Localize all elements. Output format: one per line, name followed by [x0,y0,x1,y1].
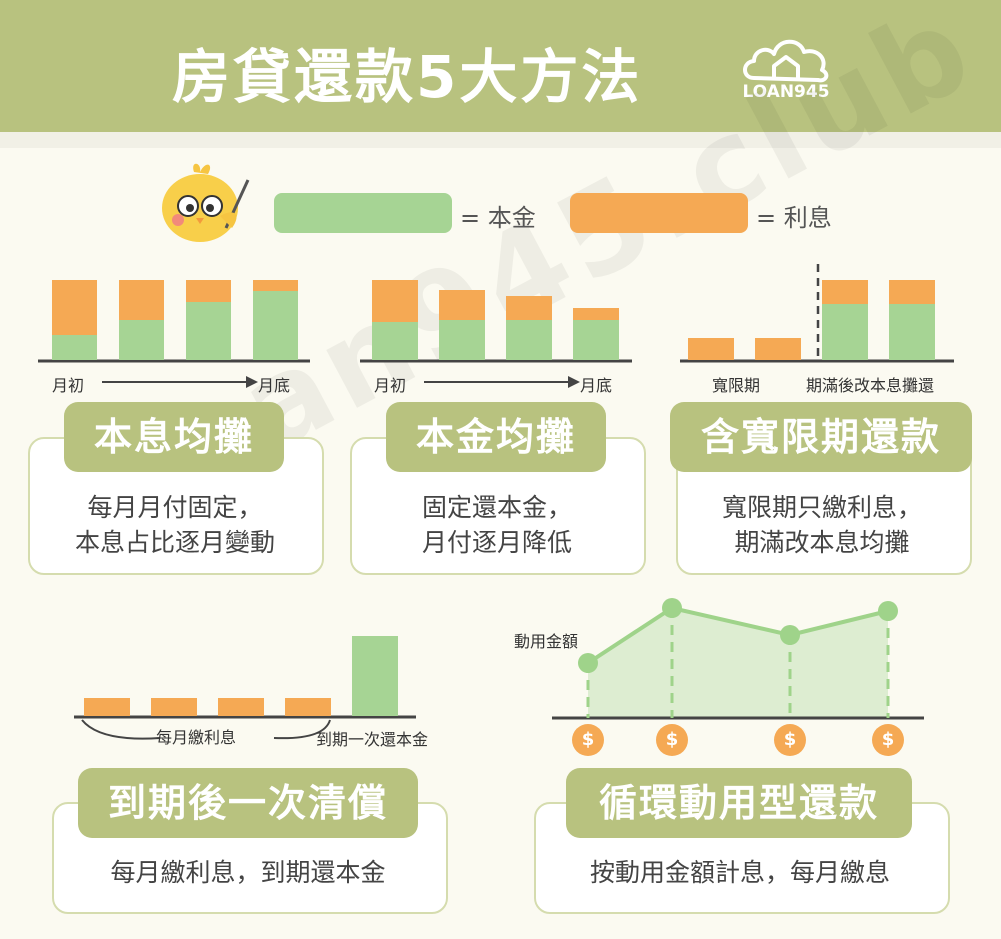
interest-bar [439,290,485,320]
loan945-logo: LOAN945 [738,30,834,110]
method-desc-line: 期滿改本息均攤 [734,528,910,557]
axis-start-label: 月初 [52,376,85,395]
principal-bar [372,322,418,360]
method-desc-1: 每月月付固定， 本息占比逐月變動 [30,490,320,560]
interest-bar [822,280,868,304]
method-desc-3: 寬限期只繳利息， 期滿改本息均攤 [676,490,968,560]
method-desc-line: 每月繳利息，到期還本金 [110,858,386,887]
interest-legend-swatch [570,193,748,233]
principal-legend-label: = 本金 [460,204,536,232]
method-title-2: 本金均攤 [386,402,606,472]
interest-bar [285,698,331,716]
arrow-right-icon [102,376,258,388]
equal-payment-chart [38,280,310,363]
grace-period-chart [680,264,954,363]
axis-end-label: 月底 [580,376,613,395]
interest-bar [889,280,935,304]
principal-bar [119,320,164,360]
principal-bar [506,320,552,360]
principal-legend-swatch [274,193,452,233]
interest-bar [218,698,264,716]
principal-bar [822,304,868,360]
drawn-point [578,653,598,673]
balloon-payment-chart: 每月繳利息 到期一次還本金 [74,636,428,749]
chick-mascot-icon [162,163,250,242]
interest-bar [151,698,197,716]
header-bar [0,0,1001,132]
method-desc-5: 按動用金額計息，每月繳息 [534,855,946,890]
page-title: 房貸還款5大方法 [172,43,643,111]
interest-bar [186,280,231,302]
interest-bar [573,308,619,320]
drawn-amount-label: 動用金額 [514,632,579,651]
after-grace-label: 期滿後改本息攤還 [806,376,935,395]
principal-at-maturity-caption: 到期一次還本金 [316,730,428,749]
header-divider [0,132,1001,148]
method-desc-line: 每月月付固定， [87,493,263,522]
principal-bar [186,302,231,360]
interest-bar [52,280,97,335]
arrow-right-icon [424,376,580,388]
coin-icon: $ [774,724,806,756]
drawn-line [586,605,889,665]
monthly-interest-caption: 每月繳利息 [156,728,236,747]
principal-bar [573,320,619,360]
drawn-point [878,601,898,621]
drawn-area [588,608,888,718]
method-desc-line: 固定還本金， [421,493,572,522]
interest-bar [253,280,298,291]
axis-end-label: 月底 [258,376,291,395]
method-desc-4: 每月繳利息，到期還本金 [52,855,444,890]
interest-brace [81,719,331,740]
method-title-3: 含寬限期還款 [670,402,972,472]
method-title-1: 本息均攤 [64,402,284,472]
axis-start-label: 月初 [374,376,407,395]
interest-bar [372,280,418,322]
method-desc-line: 按動用金額計息，每月繳息 [589,858,890,887]
method-desc-2: 固定還本金， 月付逐月降低 [352,490,642,560]
method-title-4: 到期後一次清償 [78,768,418,838]
cloud-house-icon [743,39,829,83]
interest-bar [506,296,552,320]
principal-bar [439,320,485,360]
drawn-point [780,625,800,645]
drawn-point [662,598,682,618]
interest-legend-label: = 利息 [756,204,832,232]
revolving-line-chart [552,598,924,720]
coin-icon: $ [872,724,904,756]
interest-bar [688,338,734,360]
method-title-5: 循環動用型還款 [566,768,912,838]
interest-bar [119,280,164,320]
grace-period-label: 寬限期 [712,376,761,395]
method-desc-line: 月付逐月降低 [421,528,572,557]
principal-bar [889,304,935,360]
method-desc-line: 本息占比逐月變動 [74,528,275,557]
principal-bar [352,636,398,716]
interest-bar [755,338,801,360]
interest-bar [84,698,130,716]
equal-principal-chart [360,280,632,363]
method-desc-line: 寬限期只繳利息， [721,493,922,522]
coin-icon: $ [656,724,688,756]
logo-text: LOAN945 [742,82,830,102]
principal-bar [52,335,97,360]
principal-bar [253,291,298,360]
coin-icon: $ [572,724,604,756]
